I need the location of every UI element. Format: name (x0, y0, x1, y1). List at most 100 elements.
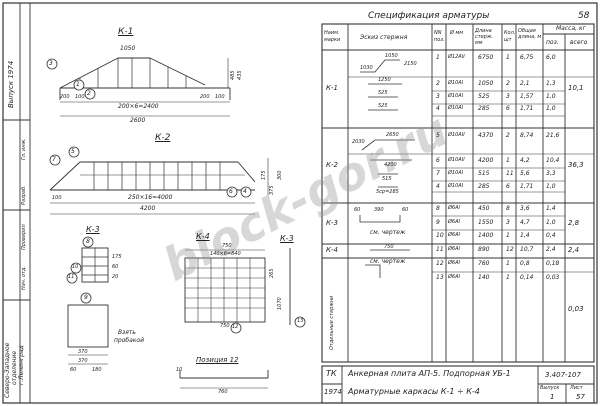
sk-k2-2: 4200 (384, 162, 397, 168)
k2-dim-total: 4200 (140, 205, 156, 212)
spec-cell-total-len: 0,8 (520, 260, 530, 267)
sk-k2-1b: 2030 (352, 139, 365, 145)
tb-issue-label: Выпуск (540, 385, 560, 391)
spec-cell-mass-pos: 0,18 (546, 260, 560, 267)
spec-cell-qty: 11 (506, 170, 514, 177)
spec-cell-total-len: 0,14 (520, 274, 534, 281)
spec-marka: К-1 (326, 84, 338, 92)
spec-cell-total-len: 8,74 (520, 132, 534, 139)
k3-dim-20: 20 (112, 274, 119, 280)
k4-dim-750b: 750 (220, 323, 230, 329)
spec-cell-length: 525 (478, 93, 490, 100)
k2-dim-375: 375 (269, 185, 275, 195)
role-3: Нач. отд. (21, 266, 27, 290)
k2-callout-6: 6 (229, 188, 233, 195)
pos12-callout-12: 12 (232, 324, 239, 330)
sk-k1-1c: 1030 (360, 65, 373, 71)
k2-title: К-2 (155, 133, 171, 143)
spec-cell-total-len: 1,4 (520, 232, 530, 239)
page-number: 58 (578, 11, 590, 21)
k3-note-2: пробакой (114, 337, 144, 344)
header-mass: Масса, кг (556, 25, 586, 32)
sk-k3-1b: 390 (374, 207, 384, 213)
role-1: Разраб. (21, 185, 27, 205)
spec-marka: К-3 (326, 218, 338, 227)
k1-dim-200b: 200 (200, 94, 210, 100)
sk-k1-4: 525 (378, 103, 388, 109)
k4-dim-265: 265 (269, 268, 275, 278)
spec-cell-pos: 11 (436, 246, 444, 253)
spec-cell-dia: Ø10АI (448, 105, 464, 111)
spec-cell-dia: Ø6АI (448, 219, 461, 225)
pos12-dim-10: 10 (176, 367, 183, 373)
spec-cell-pos: 3 (436, 93, 440, 100)
header-sketch: Эскиз стержня (360, 34, 408, 41)
header-mass-total: всего (570, 39, 588, 46)
spec-cell-qty: 1 (506, 54, 510, 61)
sk-k1-3: 525 (378, 90, 388, 96)
sk-k1-1b: 2150 (404, 61, 417, 67)
spec-cell-total-len: 6,75 (520, 54, 534, 61)
k3-dim-60b: 60 (70, 367, 77, 373)
spec-cell-length: 515 (478, 170, 490, 177)
spec-cell-qty: 1 (506, 274, 510, 281)
spec-cell-mass-pos: 1,0 (546, 105, 556, 112)
spec-cell-length: 1400 (478, 232, 494, 239)
spec-cell-pos: 7 (436, 170, 440, 177)
sk-k3-2: см. чертеж (370, 229, 406, 236)
spec-cell-dia: Ø10АII (448, 157, 465, 163)
spec-cell-mass-pos: 1,0 (546, 93, 556, 100)
k1-callout-1: 1 (76, 81, 80, 88)
spec-group-total: 36,3 (568, 160, 584, 169)
spec-cell-total-len: 2,1 (520, 80, 530, 87)
k2-callout-4: 4 (243, 188, 247, 195)
spec-marka: К-2 (326, 160, 338, 169)
spec-cell-length: 890 (478, 246, 490, 253)
k1-dim-200a: 200 (60, 94, 70, 100)
spec-cell-dia: Ø12АII (448, 54, 465, 60)
k1-dim-1050: 1050 (120, 45, 136, 52)
spec-cell-total-len: 1,57 (520, 93, 534, 100)
org-line-3: г.Ленинград (18, 345, 25, 385)
k3-dim-370a: 370 (78, 349, 88, 355)
k3-section-title: К-3 (280, 234, 294, 243)
k3-callout-10: 10 (72, 264, 79, 270)
spec-cell-qty: 12 (506, 246, 514, 253)
spec-cell-pos: 4 (436, 105, 440, 112)
spec-cell-dia: Ø10АI (448, 170, 464, 176)
spec-cell-pos: 1 (436, 54, 440, 61)
spec-cell-mass-pos: 2,4 (546, 246, 556, 253)
spec-cell-qty: 1 (506, 232, 510, 239)
spec-cell-total-len: 3,6 (520, 205, 530, 212)
k1-title: К-1 (118, 27, 134, 37)
spec-cell-mass-pos: 1,4 (546, 205, 556, 212)
k1-dim-span: 200×6=2400 (118, 103, 159, 110)
k4-dim-span: 140×6=840 (210, 251, 241, 257)
spec-cell-qty: 8 (506, 205, 510, 212)
spec-cell-qty: 6 (506, 183, 510, 190)
k1-dim-total: 2600 (130, 117, 146, 124)
spec-cell-dia: Ø6АI (448, 232, 461, 238)
tb-doc-number: 3.407-107 (545, 371, 581, 379)
k3-dim-370b: 370 (78, 358, 88, 364)
tb-sheet: 57 (576, 393, 585, 401)
spec-cell-qty: 3 (506, 93, 510, 100)
spec-cell-pos: 13 (436, 274, 444, 281)
header-mass-pos: поз. (546, 39, 559, 46)
spec-cell-length: 6750 (478, 54, 494, 61)
spec-cell-dia: Ø6АI (448, 246, 461, 252)
header-qty: Кол. шт (504, 30, 516, 43)
k3-callout-9: 9 (84, 294, 88, 301)
k2-dim-span: 250×16=4000 (128, 194, 173, 201)
k2-callout-5: 5 (71, 148, 75, 155)
k3-dim-180: 180 (92, 367, 102, 373)
spec-cell-pos: 2 (436, 80, 440, 87)
k1-callout-3: 3 (49, 60, 53, 67)
role-2: Проверил (21, 224, 27, 250)
pos12-title: Позиция 12 (196, 356, 239, 364)
spec-cell-qty: 2 (506, 132, 510, 139)
spec-cell-mass-pos: 1,3 (546, 80, 556, 87)
sk-k4-1: 750 (384, 244, 394, 250)
tb-line2: Арматурные каркасы К-1 ÷ К-4 (348, 387, 480, 396)
